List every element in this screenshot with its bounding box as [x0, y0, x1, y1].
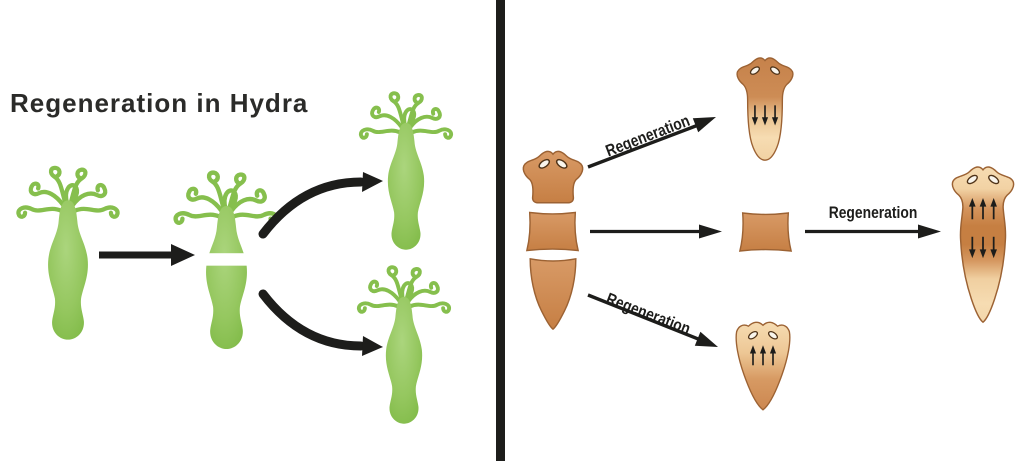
hydra-cut-icon: [169, 162, 284, 354]
curved-arrow-up-icon: [258, 172, 383, 239]
planaria-middle-piece-copy-icon: [738, 212, 793, 252]
cut-arrow-icon: [99, 244, 195, 266]
hydra-regenerated-top-icon: [358, 91, 454, 252]
regeneration-arrow-top-icon: [587, 117, 716, 169]
planaria-tail-piece-icon: [529, 257, 577, 331]
middle-arrow-1-icon: [590, 224, 722, 239]
left-panel: Regeneration in Hydra: [0, 0, 496, 461]
panel-divider: [496, 0, 505, 461]
regeneration-arrow-bottom-icon: [587, 293, 718, 347]
middle-arrow-2-icon: [805, 224, 941, 239]
planaria-head-piece-icon: [522, 150, 584, 204]
planaria-tail-regenerating-icon: [735, 321, 791, 411]
hydra-title: Regeneration in Hydra: [10, 88, 309, 118]
regeneration-label-middle: Regeneration: [828, 204, 918, 222]
hydra-regenerated-bottom-icon: [356, 265, 452, 426]
curved-arrow-down-icon: [258, 289, 383, 356]
planaria-head-regenerating-icon: [736, 57, 794, 161]
planaria-full-regenerated-icon: [951, 166, 1015, 324]
planaria-middle-piece-icon: [525, 211, 580, 252]
